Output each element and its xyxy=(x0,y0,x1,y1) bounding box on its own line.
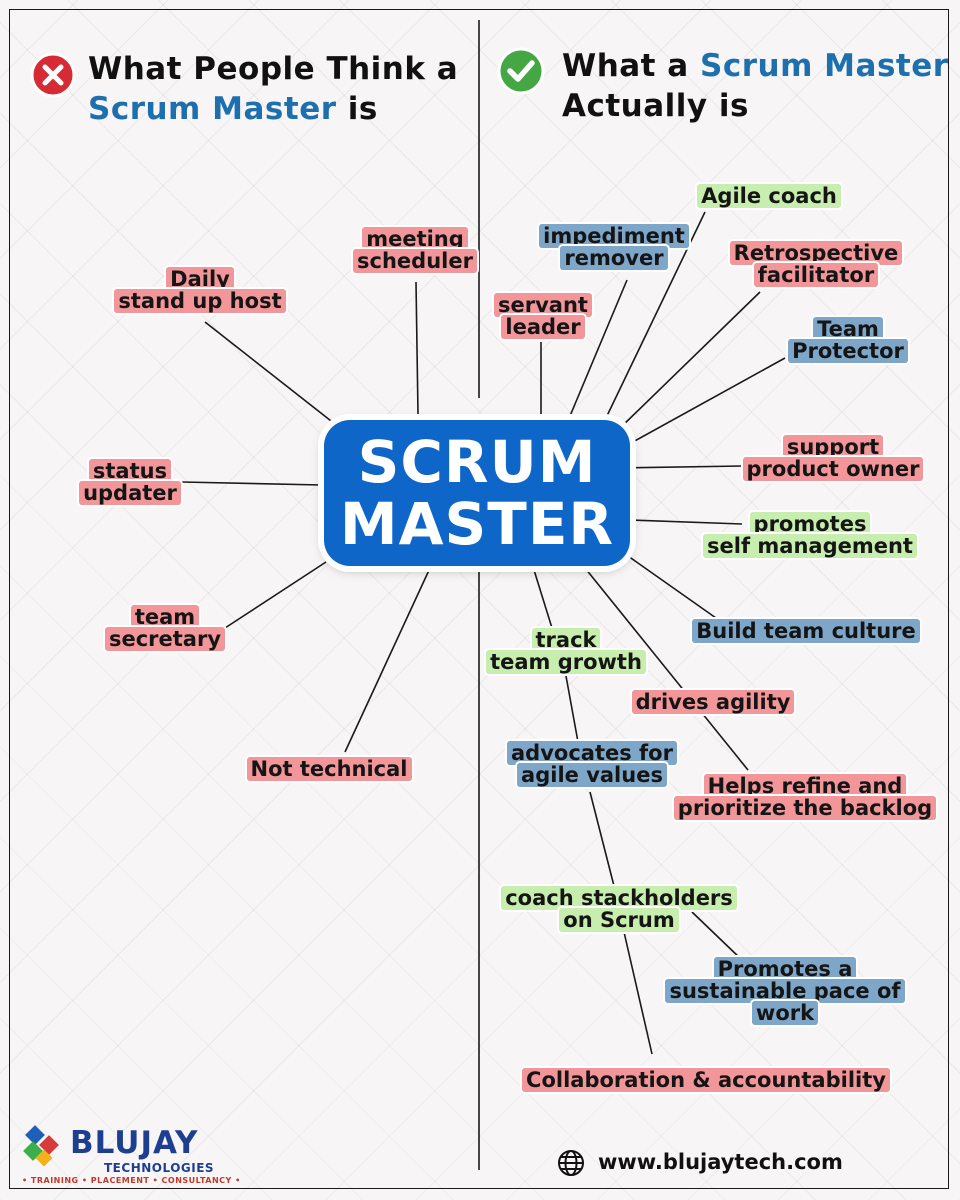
connector-advocates xyxy=(565,675,579,743)
connector-team-culture xyxy=(627,555,717,619)
right-title-highlight: Scrum Master xyxy=(700,48,949,84)
website-link[interactable]: www.blujaytech.com xyxy=(598,1150,843,1174)
globe-icon xyxy=(558,1150,584,1176)
label-meeting-scheduler: meeting scheduler xyxy=(340,227,490,273)
connector-refine-backlog xyxy=(584,567,749,771)
label-collaboration-accountability: Collaboration & accountability xyxy=(500,1068,912,1092)
left-title-highlight: Scrum Master xyxy=(88,91,337,127)
connector-self-management xyxy=(629,519,743,525)
label-team-protector: Team Protector xyxy=(768,317,928,363)
left-title: What People Think a Scrum Master is xyxy=(88,49,458,129)
center-line1: SCRUM xyxy=(357,428,597,496)
connector-not-technical xyxy=(344,567,431,753)
connector-meeting-scheduler xyxy=(415,281,419,415)
right-title: What a Scrum Master Actually is xyxy=(562,46,949,126)
label-impediment-remover: impediment remover xyxy=(524,224,704,270)
label-drives-agility: drives agility xyxy=(618,690,808,714)
cross-icon xyxy=(30,52,76,98)
label-track-team-growth: track team growth xyxy=(474,628,658,674)
connector-team-secretary xyxy=(224,561,327,629)
label-support-product-owner: support product owner xyxy=(728,435,938,481)
right-title-line2: Actually is xyxy=(562,88,750,124)
connector-support-po xyxy=(615,465,743,469)
label-refine-backlog: Helps refine and prioritize the backlog xyxy=(660,774,950,820)
label-team-secretary: team secretary xyxy=(92,605,238,651)
connector-status-updater xyxy=(181,481,323,486)
scrum-master-badge: SCRUM MASTER xyxy=(324,420,630,566)
label-coach-stakeholders: coach stackholders on Scrum xyxy=(484,886,754,932)
label-not-technical: Not technical xyxy=(234,757,424,781)
left-title-suffix: is xyxy=(336,91,378,127)
center-line2: MASTER xyxy=(339,490,615,558)
logo-subtitle: TECHNOLOGIES xyxy=(104,1161,215,1175)
blujay-logo-icon xyxy=(23,1125,59,1167)
label-sustainable-pace: Promotes a sustainable pace of work xyxy=(650,957,920,1025)
connector-impediment-remover xyxy=(569,279,628,417)
logo-name: BLUJAY xyxy=(70,1125,199,1161)
connector-collaboration xyxy=(623,931,653,1055)
label-promotes-self-management: promotes self management xyxy=(688,512,932,558)
connector-track-growth xyxy=(533,569,553,629)
label-status-updater: status updater xyxy=(70,459,190,505)
connector-team-protector xyxy=(621,357,786,449)
logo-tagline: • TRAINING • PLACEMENT • CONSULTANCY • xyxy=(22,1176,241,1185)
page-frame xyxy=(9,9,949,1189)
label-daily-standup-host: Daily stand up host xyxy=(100,267,300,313)
right-title-prefix: What a xyxy=(562,48,701,84)
label-retrospective-facilitator: Retrospective facilitator xyxy=(716,241,916,287)
connector-coach-stakeholders xyxy=(589,791,615,887)
label-servant-leader: servant leader xyxy=(484,293,602,339)
connector-daily-standup xyxy=(204,321,341,429)
label-build-team-culture: Build team culture xyxy=(674,619,938,643)
label-advocates-agile-values: advocates for agile values xyxy=(492,741,692,787)
checkmark-icon xyxy=(497,47,545,95)
label-agile-coach: Agile coach xyxy=(684,184,854,208)
connector-retrospective xyxy=(617,291,761,431)
left-title-line1: What People Think a xyxy=(88,51,459,87)
connector-sustainable-pace xyxy=(691,911,743,961)
